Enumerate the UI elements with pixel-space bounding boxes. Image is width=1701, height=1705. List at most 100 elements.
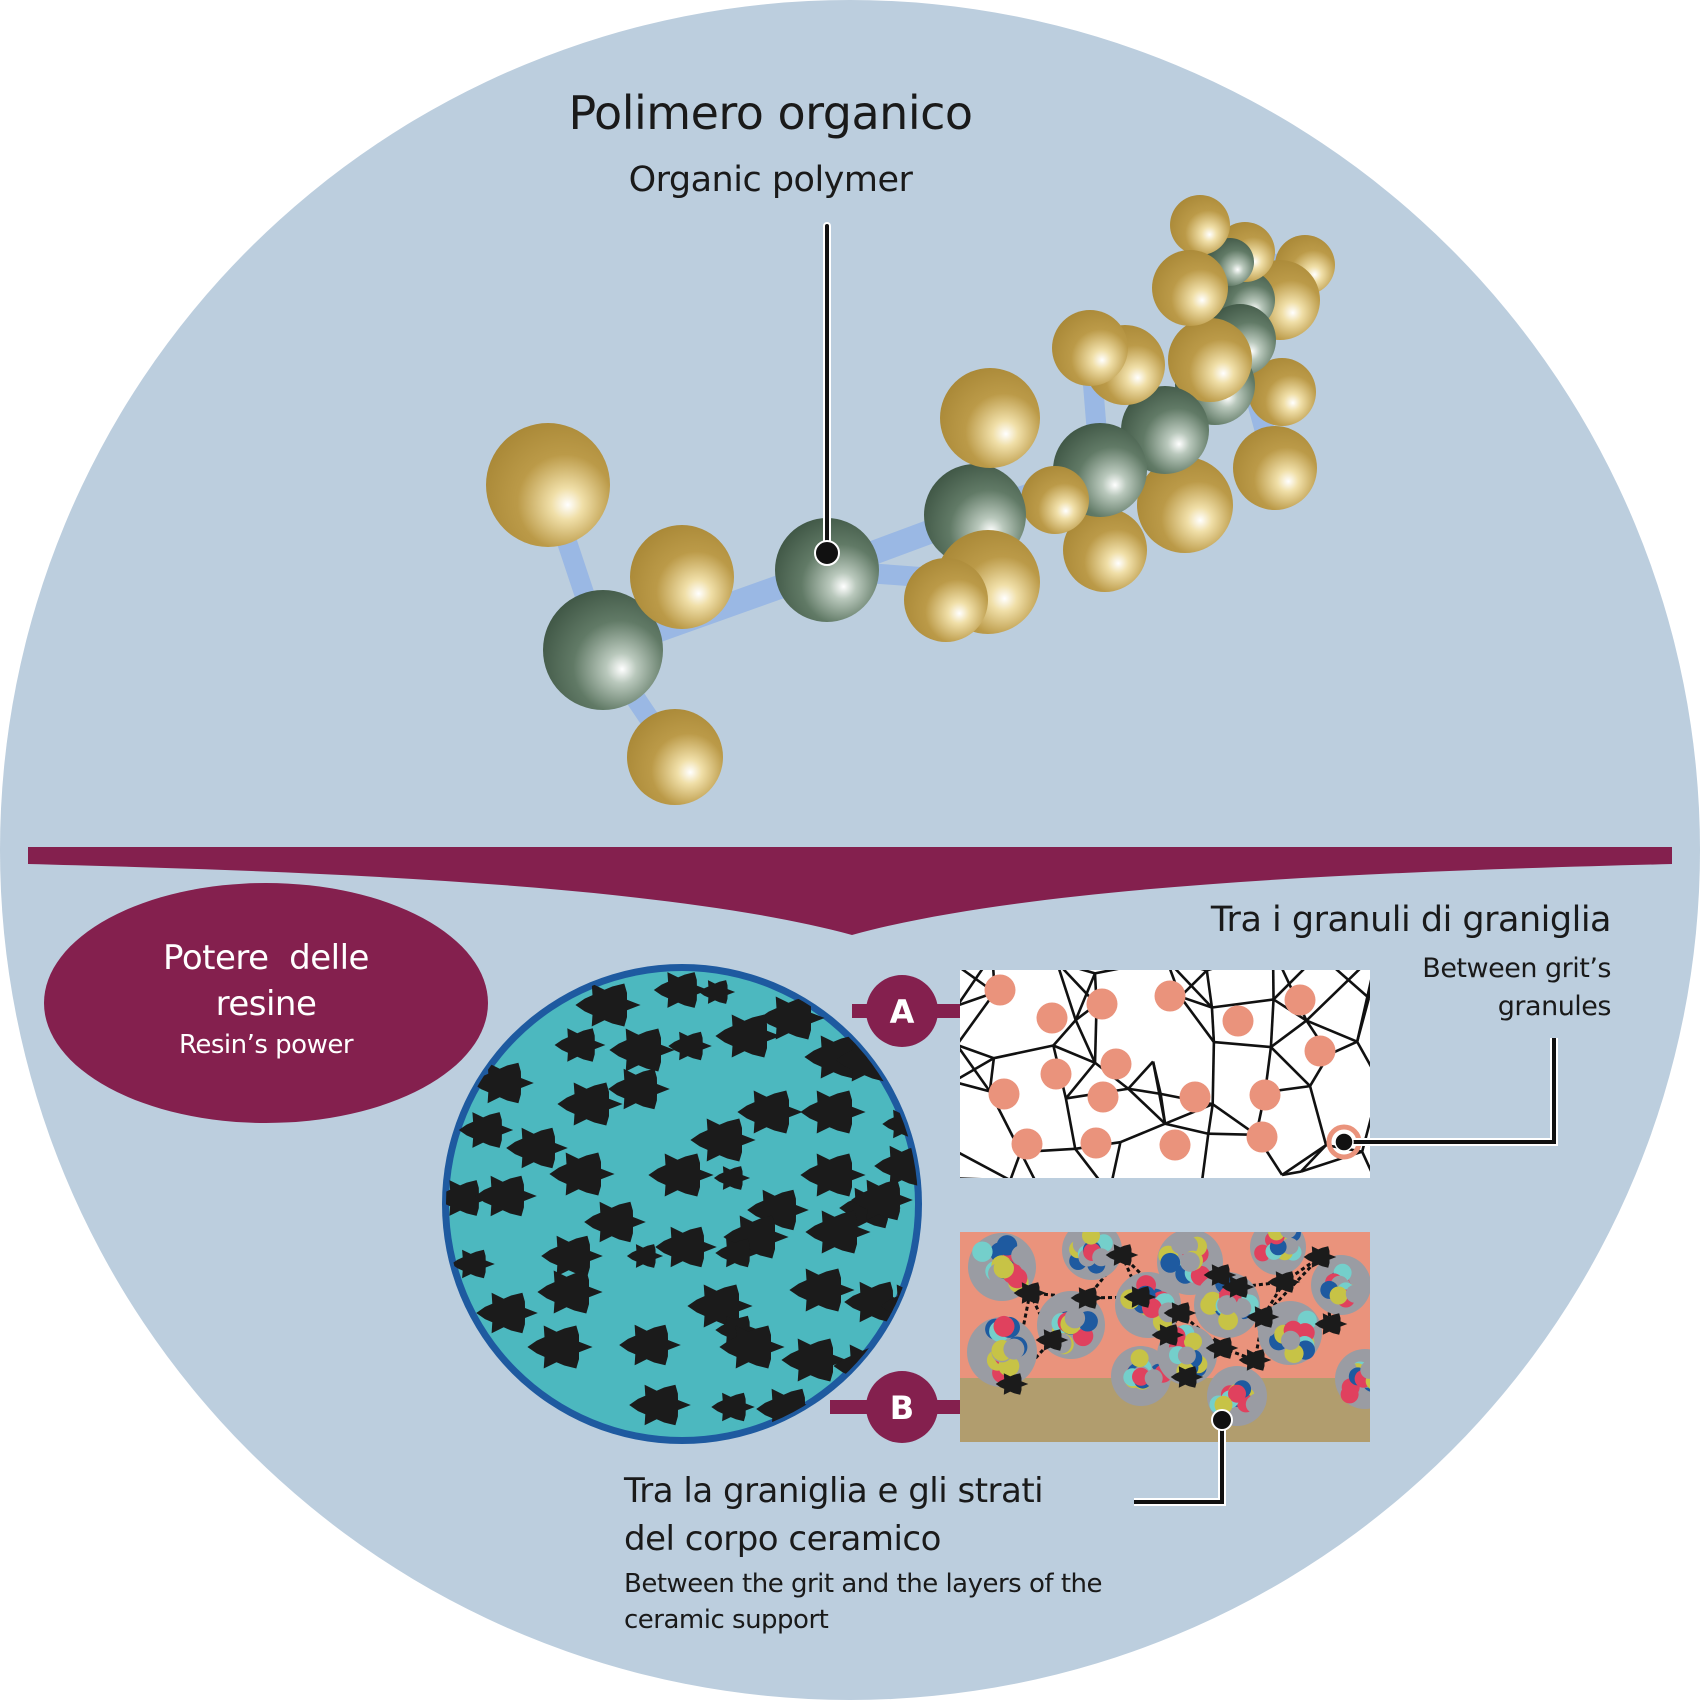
- resin-link: [960, 1057, 995, 1080]
- resin-particle: [737, 1090, 803, 1134]
- hydrogen-atom: [1063, 508, 1147, 592]
- resin-link: [1074, 1019, 1097, 1064]
- resin-particle: [554, 1028, 606, 1062]
- section-b-en-line1: Between the grit and the layers of the: [624, 1569, 1102, 1599]
- resin-link: [960, 1044, 995, 1060]
- resin-particle: [800, 1153, 866, 1197]
- resin-link: [1305, 970, 1361, 1022]
- carbon-atom: [775, 518, 879, 622]
- resin-particle: [619, 1324, 681, 1366]
- hydrogen-atom: [630, 525, 734, 629]
- grit-granule: [984, 974, 1016, 1006]
- resin-link: [1272, 970, 1305, 1001]
- hydrogen-atom: [1170, 195, 1230, 255]
- resin-particle: [1205, 1337, 1239, 1359]
- marker-b: [866, 1371, 938, 1443]
- panel-b-ceramic-layers: [960, 1232, 1370, 1442]
- resin-link: [1356, 1041, 1370, 1068]
- connector-a: A: [852, 975, 962, 1047]
- resin-particle: [506, 1127, 568, 1169]
- marker-a-label: A: [890, 993, 915, 1031]
- resin-particle: [698, 980, 736, 1004]
- resin-particle: [584, 1201, 646, 1243]
- resin-link: [1210, 1007, 1216, 1043]
- resin-link: [1052, 1044, 1096, 1064]
- resin-particle: [1246, 1306, 1280, 1328]
- grit-granule: [1040, 1058, 1072, 1090]
- resin-bridge: [1318, 1256, 1333, 1325]
- resin-particle: [995, 1373, 1029, 1395]
- resin-particle: [476, 1292, 538, 1334]
- section-b-title-english: Between the grit and the layers of the c…: [624, 1566, 1144, 1638]
- resin-particle: [789, 1268, 855, 1312]
- grit-aggregate: [967, 1315, 1037, 1387]
- polymer-leader-line: [814, 222, 840, 566]
- grit-granule: [1304, 1035, 1336, 1067]
- resin-particle: [557, 1082, 623, 1126]
- resin-link: [1074, 972, 1097, 1021]
- resin-link: [1305, 1019, 1358, 1043]
- divider-band: [28, 847, 1672, 935]
- grit-granule: [1246, 1121, 1278, 1153]
- resin-particle: [609, 1028, 675, 1072]
- resin-link: [1064, 1098, 1077, 1150]
- resin-link: [1127, 1060, 1155, 1090]
- resin-link: [1335, 970, 1370, 999]
- grit-granule: [1222, 1005, 1254, 1037]
- resin-particle: [713, 1166, 751, 1190]
- resin-particle: [747, 1189, 809, 1231]
- resin-link: [1159, 1093, 1167, 1124]
- grit-aggregate: [1311, 1255, 1370, 1315]
- resin-particle: [711, 1392, 755, 1422]
- section-a-en-line1: Between grit’s: [1422, 953, 1611, 984]
- grit-granule: [1087, 1081, 1119, 1113]
- hydrogen-atom: [940, 368, 1040, 468]
- resin-particle: [723, 1215, 789, 1259]
- resin-particle: [1314, 1313, 1348, 1335]
- grit-granule: [1100, 1048, 1132, 1080]
- grit-aggregate: [1062, 1232, 1122, 1280]
- resin-link: [1308, 1085, 1328, 1146]
- resin-link: [988, 1058, 996, 1092]
- resin-link: [1052, 1019, 1077, 1047]
- section-b-title-italian: Tra la graniglia e gli strati del corpo …: [624, 1467, 1084, 1563]
- grit-granule: [1154, 980, 1186, 1012]
- resin-power-badge-text: Potere delle resine Resin’s power: [44, 935, 488, 1063]
- resin-particle: [715, 1238, 759, 1268]
- section-a-title-english: Between grit’s granules: [1351, 950, 1611, 1026]
- resin-particle: [759, 996, 825, 1040]
- resin-link: [960, 970, 984, 1004]
- resin-particle: [851, 1179, 913, 1221]
- resin-particle: [805, 1210, 871, 1254]
- resin-particle: [648, 1153, 714, 1197]
- resin-particle: [1238, 1349, 1272, 1371]
- grit-aggregate: [1335, 1349, 1370, 1409]
- resin-particle: [1170, 1366, 1204, 1388]
- grit-granule: [1179, 1081, 1211, 1113]
- section-a-title-italian: Tra i granuli di graniglia: [1210, 900, 1612, 940]
- resin-link: [1111, 1141, 1122, 1178]
- resin-particle: [1163, 1302, 1197, 1324]
- resin-link: [1174, 970, 1213, 1009]
- resin-link: [1269, 999, 1275, 1048]
- resin-link: [1211, 1042, 1216, 1105]
- hydrogen-atom: [1137, 457, 1233, 553]
- resin-link: [1058, 970, 1077, 1021]
- grit-granule: [1249, 1079, 1281, 1111]
- hydrogen-atom: [486, 423, 610, 547]
- resin-particle: [690, 1118, 756, 1162]
- resin-particle: [668, 1031, 712, 1061]
- resin-link: [960, 991, 996, 1043]
- resin-particle: [1070, 1287, 1104, 1309]
- resin-particle: [874, 1145, 918, 1187]
- resin-link: [1355, 997, 1370, 1043]
- resin-particle: [527, 1325, 593, 1369]
- hydrogen-atom: [904, 558, 988, 642]
- section-a-en-line2: granules: [1497, 991, 1612, 1022]
- resin-particle: [1203, 1264, 1237, 1286]
- grit-granule: [1159, 1129, 1191, 1161]
- organic-polymer-molecule: [486, 195, 1335, 805]
- carbon-atom: [543, 590, 663, 710]
- grit-aggregate: [968, 1233, 1036, 1301]
- section-b-en-line2: ceramic support: [624, 1605, 829, 1635]
